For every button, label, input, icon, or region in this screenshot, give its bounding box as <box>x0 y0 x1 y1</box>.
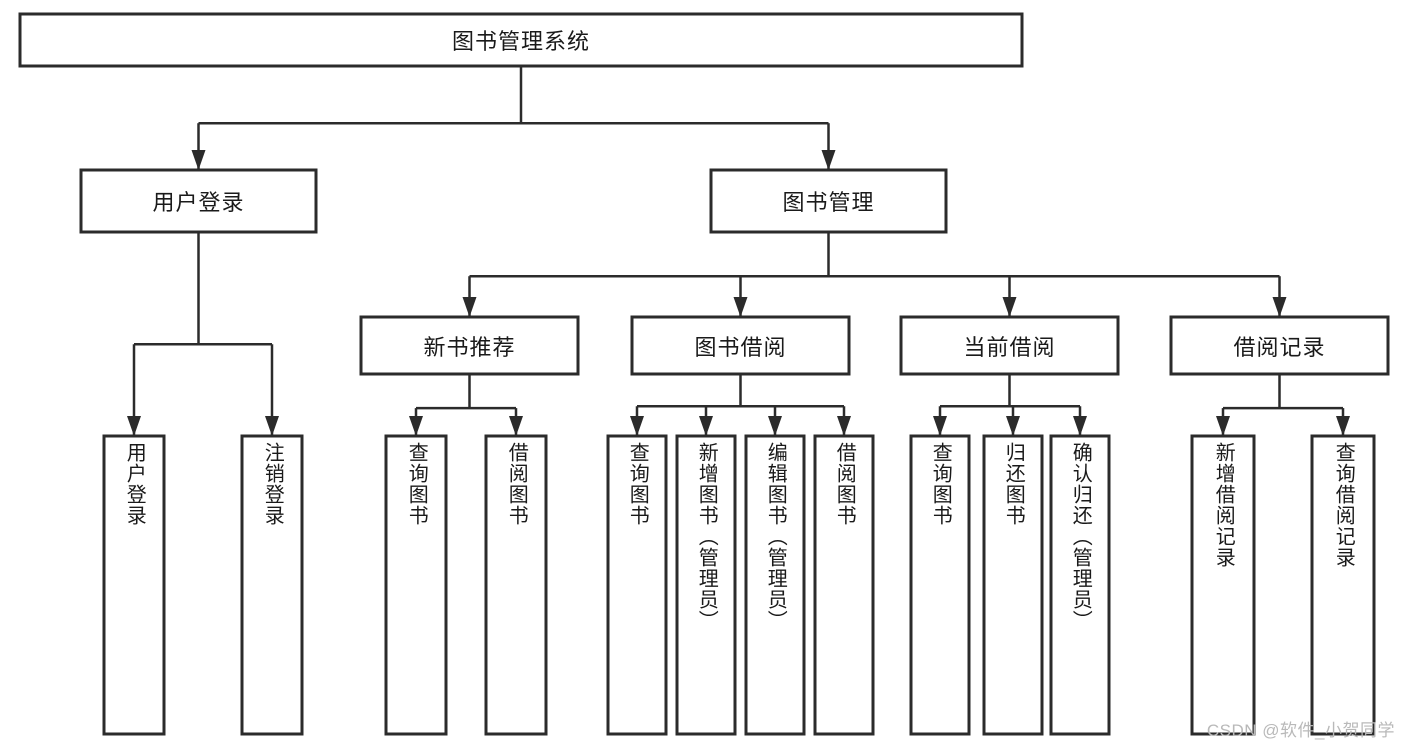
node-box-leaf-user-login[interactable] <box>102 434 166 736</box>
connector-arrowhead <box>1002 297 1017 317</box>
node-box-current-borrow[interactable] <box>899 315 1120 376</box>
connector-arrowhead <box>1073 416 1087 436</box>
node-box-user-login[interactable] <box>79 168 318 234</box>
node-box-book-borrow[interactable] <box>630 315 851 376</box>
connectors-layer <box>127 66 1350 436</box>
connector-arrowhead <box>837 416 851 436</box>
node-box-leaf-query-record[interactable] <box>1310 434 1376 736</box>
node-box-leaf-edit-book[interactable] <box>744 434 806 736</box>
node-box-leaf-query-book-3[interactable] <box>909 434 971 736</box>
node-box-leaf-borrow-book-2[interactable] <box>813 434 875 736</box>
connector-arrowhead <box>821 150 836 170</box>
connector-arrowhead <box>409 416 423 436</box>
connector-arrowhead <box>1216 416 1230 436</box>
node-box-book-manage[interactable] <box>709 168 948 234</box>
connector-arrowhead <box>1336 416 1350 436</box>
node-box-leaf-add-book[interactable] <box>675 434 737 736</box>
node-box-borrow-record[interactable] <box>1169 315 1390 376</box>
boxes-layer <box>18 12 1390 736</box>
connector-arrowhead <box>768 416 782 436</box>
node-box-new-book-rec[interactable] <box>359 315 580 376</box>
connector-arrowhead <box>265 416 279 436</box>
connector-arrowhead <box>1006 416 1020 436</box>
connector-arrowhead <box>191 150 206 170</box>
node-box-leaf-logout[interactable] <box>240 434 304 736</box>
connector-arrowhead <box>699 416 713 436</box>
connector-arrowhead <box>733 297 748 317</box>
connector-arrowhead <box>1272 297 1287 317</box>
node-box-leaf-query-book-1[interactable] <box>384 434 448 736</box>
connector-arrowhead <box>509 416 523 436</box>
node-box-leaf-return-book[interactable] <box>982 434 1044 736</box>
connector-arrowhead <box>630 416 644 436</box>
node-box-root[interactable] <box>18 12 1024 68</box>
csdn-watermark: CSDN @软件_小贺同学 <box>1206 721 1395 740</box>
connector-arrowhead <box>127 416 141 436</box>
node-box-leaf-confirm-return[interactable] <box>1049 434 1111 736</box>
connector-arrowhead <box>462 297 477 317</box>
node-box-leaf-add-record[interactable] <box>1190 434 1256 736</box>
node-box-leaf-query-book-2[interactable] <box>606 434 668 736</box>
node-box-leaf-borrow-book-1[interactable] <box>484 434 548 736</box>
connector-arrowhead <box>933 416 947 436</box>
